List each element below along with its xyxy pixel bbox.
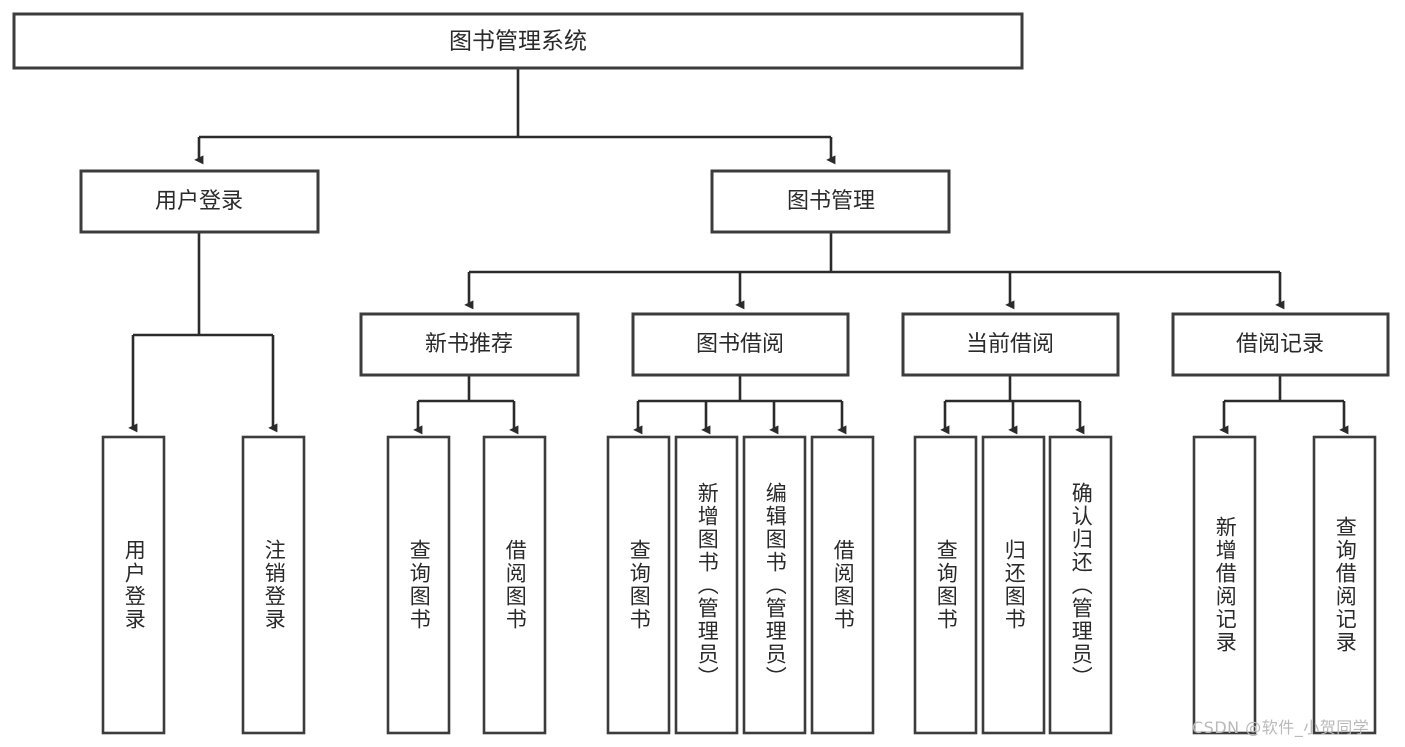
leaf-current-confirm-return[interactable]: [1048, 435, 1113, 735]
node-borrow-record[interactable]: 借阅记录: [1171, 312, 1390, 377]
node-new-book-recommend[interactable]: 新书推荐: [359, 312, 580, 377]
leaf-current-query-book[interactable]: [913, 435, 978, 735]
connector-bookmgmt-to-level3: [464, 232, 1285, 310]
leaf-borrow-add-book[interactable]: [674, 435, 739, 735]
connector-current-to-leaves: [940, 375, 1085, 435]
leaf-current-return-book[interactable]: [981, 435, 1046, 735]
leaf-borrow-query-book[interactable]: [606, 435, 671, 735]
leaf-newbook-borrow-book[interactable]: [482, 435, 547, 735]
connector-newbook-to-leaves: [413, 375, 519, 435]
leaf-borrow-borrow-book[interactable]: [810, 435, 875, 735]
connector-borrow-to-leaves: [633, 375, 847, 435]
node-book-management[interactable]: 图书管理: [710, 169, 951, 234]
leaf-record-add-record[interactable]: [1192, 435, 1257, 735]
leaf-newbook-query-book[interactable]: [386, 435, 451, 735]
node-borrow-record-label: 借阅记录: [1236, 332, 1324, 357]
connector-record-to-leaves: [1219, 375, 1349, 435]
leaf-record-query-record[interactable]: [1312, 435, 1377, 735]
node-user-login-label: 用户登录: [155, 189, 243, 214]
node-current-borrow-label: 当前借阅: [966, 332, 1054, 357]
node-book-management-label: 图书管理: [787, 189, 875, 214]
connector-root-to-level2: [194, 68, 836, 165]
node-book-borrow[interactable]: 图书借阅: [631, 312, 850, 377]
leaf-logout[interactable]: [241, 435, 306, 735]
node-new-book-recommend-label: 新书推荐: [425, 332, 513, 357]
node-user-login[interactable]: 用户登录: [79, 169, 320, 234]
leaf-borrow-edit-book[interactable]: [742, 435, 807, 735]
leaf-user-login[interactable]: [101, 435, 166, 735]
node-current-borrow[interactable]: 当前借阅: [901, 312, 1120, 377]
node-book-borrow-label: 图书借阅: [696, 332, 784, 357]
node-root-label: 图书管理系统: [449, 29, 587, 55]
watermark: CSDN @软件_小贺同学: [1192, 718, 1370, 737]
node-root[interactable]: 图书管理系统: [12, 12, 1024, 70]
connector-userlogin-to-leaves: [128, 232, 278, 433]
